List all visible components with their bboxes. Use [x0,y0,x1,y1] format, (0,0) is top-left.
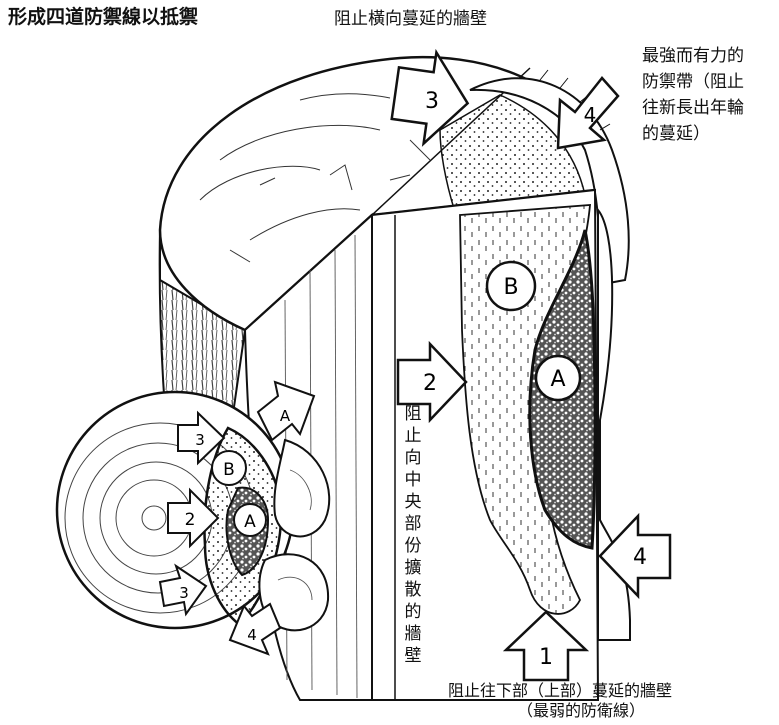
marker-b-inset: B [212,451,246,485]
label-center-char: 份 [403,535,423,557]
marker-b-main-label: B [503,275,518,300]
label-center-char: 央 [403,491,423,513]
arrow-3-inset-bottom-label: 3 [179,584,189,602]
marker-b-inset-label: B [223,460,235,480]
arrow-1-main-label: 1 [539,645,553,670]
marker-a-inset: A [234,504,266,536]
arrow-3-inset-top-label: 3 [195,431,205,449]
arrow-4-inset-label: 4 [247,626,257,644]
label-wall-down: 阻止往下部（上部）蔓延的牆壁 [448,681,672,701]
label-wall-down-note: （最弱的防衛線） [517,701,645,721]
label-ring-line: 防禦帶（阻止 [642,69,772,95]
label-center-char: 的 [403,601,423,623]
arrow-4-top-label: 4 [584,103,597,127]
arrow-4-bottom-label: 4 [633,545,647,570]
marker-b-main: B [487,262,535,310]
label-center-char: 向 [403,447,423,469]
label-ring-line: 的蔓延） [642,121,772,147]
marker-a-inset-label: A [244,512,256,532]
label-center-char: 擴 [403,557,423,579]
label-center-char: 壁 [403,645,423,667]
label-ring-barrier: 最強而有力的 防禦帶（阻止 往新長出年輪 的蔓延） [642,43,772,147]
label-center-char: 牆 [403,623,423,645]
label-ring-line: 往新長出年輪 [642,95,772,121]
label-center-char: 部 [403,513,423,535]
arrow-a-inset-label: A [280,407,291,425]
label-wall-center: 阻 止 向 中 央 部 份 擴 散 的 牆 壁 [403,403,423,667]
marker-a-main-label: A [550,367,565,392]
label-center-char: 止 [403,425,423,447]
arrow-2-inset-label: 2 [185,510,196,530]
label-ring-line: 最強而有力的 [642,43,772,69]
label-wall-lateral: 阻止橫向蔓延的牆壁 [334,8,487,31]
arrow-2-main-label: 2 [423,371,437,396]
diagram-title: 形成四道防禦線以抵禦 [8,6,198,29]
arrow-4-top: 4 [558,78,618,148]
marker-a-main: A [536,356,580,400]
label-center-char: 阻 [403,403,423,425]
arrow-3-main-label: 3 [425,89,439,114]
label-center-char: 散 [403,579,423,601]
label-center-char: 中 [403,469,423,491]
